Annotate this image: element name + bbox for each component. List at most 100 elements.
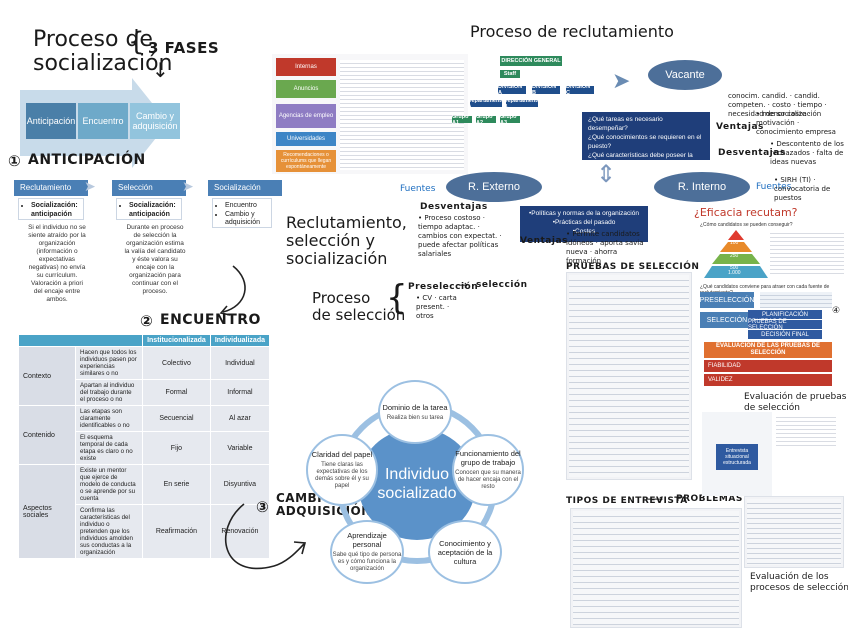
curved-arrow-icon (219, 265, 246, 316)
problemas-label: PROBLEMAS (676, 494, 743, 504)
validez-band: VALIDEZ (704, 374, 832, 386)
chevron-anticipacion: Anticipación (26, 103, 76, 139)
question-item: ¿Qué conocimientos se requieren en el pu… (588, 134, 702, 150)
ventajas-left-notes: • Permite candidatos idóneos · aporta sa… (566, 230, 644, 265)
yield-pyramid (704, 230, 768, 278)
table-header-individualizada: Individualizada (209, 334, 271, 347)
fuente-band: Universidades (276, 132, 336, 146)
flow-diagram-notes (776, 414, 836, 448)
table-group-label: Aspectos sociales (18, 464, 76, 559)
table-group-label: Contexto (18, 346, 76, 406)
plan-box: PLANIFICACIÓN (748, 310, 822, 319)
ventajas-right-notes: • menor coste · motivación · conocimient… (756, 110, 836, 136)
question-item: ¿Qué características debe poseer la pers… (588, 152, 693, 177)
table-cell: Disyuntiva (209, 464, 271, 505)
pruebas-box: PRUEBAS DE SELECCIÓN (748, 319, 822, 331)
tipos-heading: TIPOS DE ENTREVISTA (566, 496, 688, 506)
presel-notes (760, 292, 832, 308)
table-cell: Individual (209, 346, 271, 380)
presel-notes: • CV · carta present. · otros (416, 294, 457, 320)
org-grupo: Grupo A3 (500, 114, 520, 126)
fuentes-doc-lines (340, 60, 464, 170)
brace-icon: { (128, 27, 145, 57)
vacante-node: Vacante (648, 60, 722, 90)
org-division: DIVISIÓN B (532, 84, 560, 96)
politica-item: •Políticas y normas de la organización (529, 210, 639, 217)
fuente-band: Internas (276, 58, 336, 76)
presel-hand: Preselección (408, 282, 479, 292)
questions-box: ¿Qué tareas es necesario desempeñar? ¿Qu… (582, 112, 710, 195)
reclutamiento-title: Proceso de reclutamiento (470, 22, 674, 41)
pyramid-question: ¿Cómo candidatos se pueden conseguir? (700, 222, 793, 228)
desventajas-right: Desventajas (718, 148, 786, 158)
eval-banner: EVALUACIÓN DE LAS PRUEBAS DE SELECCIÓN (704, 342, 832, 358)
arrow-up-icon: ⇕ (596, 161, 617, 188)
politica-item: •Costes (572, 228, 596, 235)
table-header-institucionalizada: Institucionalizada (142, 334, 211, 347)
table-cell: En serie (142, 464, 211, 505)
fuente-band: Anuncios (276, 80, 336, 98)
pyramid-label: 1.000 (728, 270, 741, 276)
table-group-label: Contenido (18, 405, 76, 465)
question-item: ¿Qué experiencia es realmente relevante? (588, 179, 679, 195)
flow-socializacion: Socialización (208, 180, 282, 196)
socializacion-table: Institucionalizada Individualizada Conte… (17, 334, 271, 559)
politica-item: •Prácticas del pasado (552, 219, 616, 226)
table-cell: Reafirmación (142, 504, 211, 559)
rss-title: Reclutamiento, selección y socialización (286, 213, 407, 268)
chevron-encuentro: Encuentro (78, 103, 128, 139)
table-cell: Variable (209, 431, 271, 465)
curved-arrow-icon (224, 503, 307, 570)
org-division: DIVISIÓN C (566, 84, 594, 96)
table-cell-desc: El esquema temporal de cada etapa es cla… (74, 431, 144, 465)
interno-node: R. Interno (654, 172, 750, 202)
card-reclutamiento: Socialización: anticipación (18, 198, 84, 220)
arrow-right-icon: → (458, 278, 469, 292)
presel-box: PRESELECCIÓN (700, 292, 754, 308)
org-staff: Staff (500, 70, 520, 78)
interview-box: Entrevista situacional estructurada (716, 444, 758, 470)
pruebas-doc (566, 272, 692, 480)
arrow-right-icon: ➤ (182, 178, 194, 194)
fuentes-right-label: Fuentes (756, 182, 792, 192)
fiabilidad-band: FIABILIDAD (704, 360, 832, 372)
pyramid-label: 100 (730, 240, 739, 246)
org-departamento: Departamento B (503, 97, 541, 110)
encuentro-heading-num: ② (140, 312, 154, 330)
vacante-notes: conocim. candid. · candid. competen. · c… (728, 92, 827, 118)
pyramid-label: 500 (730, 265, 739, 271)
eval-procesos-note: Evaluación de los procesos de selección (750, 572, 848, 593)
fuente-band: Recomendaciones o currículums que llegan… (276, 150, 336, 172)
table-cell-desc: Apartan al individuo del trabajo durante… (74, 379, 144, 406)
eval-pruebas-note: Evaluación de pruebas de selección (744, 392, 847, 413)
arrow-right-icon: ⟶ (646, 492, 664, 506)
arrow-right-icon: ➤ (612, 68, 631, 93)
politicas-box: •Políticas y normas de la organización •… (520, 206, 648, 242)
table-cell-desc: Existe un mentor que ejerce de modelo de… (74, 464, 144, 505)
pyramid-label: 250 (730, 253, 739, 259)
card-seleccion: Socialización: anticipación (116, 198, 182, 220)
table-cell: Informal (209, 379, 271, 406)
cambio-heading-num: ③ (256, 498, 270, 516)
org-division: DIVISIÓN A (498, 84, 526, 96)
psel-title: Proceso de selección (312, 289, 406, 324)
fuente-band: Agencias de empleo (276, 104, 336, 128)
criterios-doc (744, 496, 844, 568)
desventajas-left: Desventajas (420, 202, 488, 212)
chevron-cambio: Cambio y adquisición (130, 103, 180, 139)
pyramid-notes (770, 230, 844, 274)
table-cell: Secuencial (142, 405, 211, 432)
question-item: ¿Qué tareas es necesario desempeñar? (588, 116, 663, 132)
table-cell-desc: Confirma las características del individ… (74, 504, 144, 559)
desventajas-left-notes: • Proceso costoso · tiempo adaptac. · ca… (418, 214, 502, 258)
eficacia-label: ¿Eficacia recutam? (694, 206, 798, 219)
fuentes-left-label: Fuentes (400, 184, 436, 194)
step-number: ④ (832, 306, 841, 316)
org-grupo: Grupo A1 (452, 114, 472, 126)
desventajas-right-notes: • Descontento de los rechazados · falta … (770, 140, 844, 166)
note-reclutamiento: Si el individuo no se siente atraído por… (28, 224, 86, 303)
